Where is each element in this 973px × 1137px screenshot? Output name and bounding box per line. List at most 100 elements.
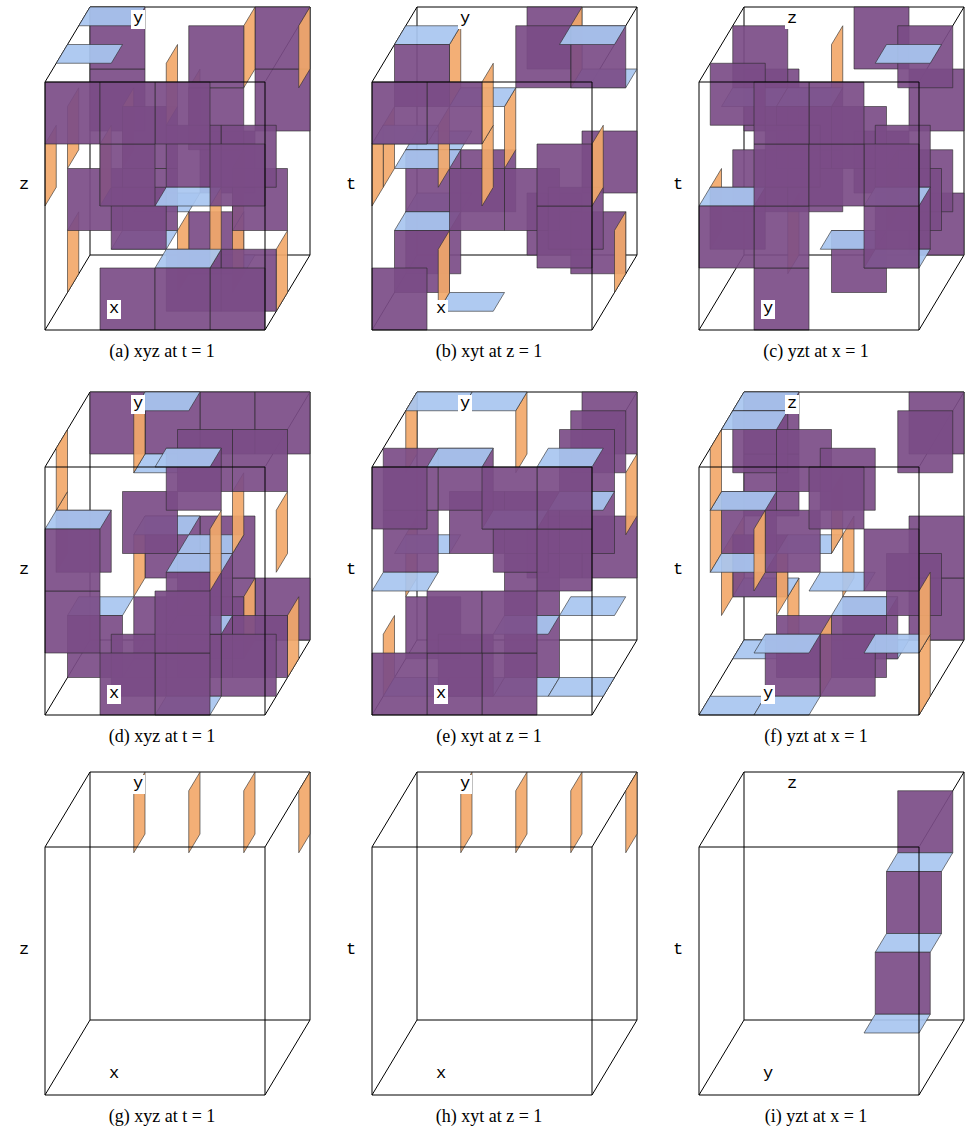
- cube-edge: [90, 772, 91, 1020]
- cube-panel: [372, 772, 637, 1095]
- axis-label: x: [107, 300, 121, 319]
- plaquette: [276, 492, 287, 573]
- cube-edge: [90, 1020, 310, 1021]
- axis-label: y: [131, 10, 145, 29]
- axis-label: z: [785, 10, 799, 29]
- plaquette: [626, 772, 637, 853]
- plaquette: [887, 872, 942, 934]
- plaquette: [754, 206, 809, 268]
- plaquette: [754, 510, 765, 591]
- cube-panel: [372, 392, 637, 715]
- cube-edge: [592, 1020, 637, 1095]
- cube-panel: [45, 772, 310, 1095]
- plaquette: [155, 268, 210, 330]
- cube-edge: [919, 467, 920, 715]
- cube-edge: [372, 847, 373, 1095]
- cube-edge: [45, 82, 265, 83]
- plaquette: [299, 7, 310, 88]
- plaquette: [221, 634, 276, 696]
- axis-label: x: [434, 300, 448, 319]
- plaquette: [864, 206, 919, 268]
- cube-edge: [372, 847, 592, 848]
- cube-edge: [699, 715, 919, 716]
- plaquette: [427, 448, 493, 467]
- cube-edge: [372, 82, 592, 83]
- cube-edge: [417, 1020, 637, 1021]
- plaquette: [699, 696, 765, 715]
- plaquette: [45, 510, 111, 529]
- plaquette: [372, 268, 427, 330]
- plaquette: [537, 529, 592, 591]
- cube-edge: [699, 847, 700, 1095]
- plaquette: [372, 653, 427, 715]
- axis-label: z: [785, 395, 799, 414]
- cube-edge: [699, 467, 919, 468]
- axis-label: y: [761, 685, 775, 704]
- plaquette: [288, 597, 299, 678]
- panel-caption: (a) xyz at t = 1: [106, 342, 218, 362]
- cube-edge: [45, 847, 265, 848]
- axis-label: t: [344, 561, 358, 580]
- plaquette: [537, 144, 592, 206]
- axis-label: z: [17, 941, 31, 960]
- plaquette: [710, 492, 776, 511]
- cube-edge: [265, 1020, 310, 1095]
- cube-edge: [372, 1020, 417, 1095]
- cube-edge: [919, 82, 920, 330]
- panel-caption: (g) xyz at t = 1: [106, 1107, 219, 1127]
- cube-edge: [919, 255, 964, 330]
- cube-edge: [592, 847, 593, 1095]
- plaquette: [244, 772, 255, 853]
- panel-caption: (i) yzt at x = 1: [762, 1107, 871, 1127]
- axis-label: x: [434, 685, 448, 704]
- plaquette: [537, 206, 592, 268]
- plaquette: [299, 772, 310, 853]
- plaquette: [809, 467, 864, 529]
- plaquette: [155, 653, 210, 715]
- cube-edge: [45, 715, 265, 716]
- axis-label: y: [761, 300, 775, 319]
- axis-label: x: [434, 1065, 448, 1084]
- cube-panel: [372, 7, 637, 330]
- axis-label: z: [17, 176, 31, 195]
- cube-edge: [919, 1020, 964, 1095]
- cube-panel: [45, 7, 310, 330]
- plaquette: [210, 268, 265, 330]
- plaquette: [56, 45, 122, 64]
- plaquette: [809, 82, 864, 144]
- axis-label: t: [671, 176, 685, 195]
- plaquette: [233, 430, 288, 492]
- plaquette: [395, 150, 461, 169]
- panel-caption: (h) xyt at z = 1: [433, 1107, 546, 1127]
- axis-label: y: [131, 775, 145, 794]
- plaquette: [45, 82, 100, 144]
- axis-label: x: [107, 685, 121, 704]
- plaquette: [482, 467, 537, 529]
- cube-edge: [372, 772, 417, 847]
- axis-label: t: [671, 561, 685, 580]
- plaquette: [820, 634, 875, 696]
- plaquette: [276, 231, 287, 312]
- plaquette: [875, 934, 941, 953]
- plaquette: [100, 144, 155, 206]
- plaquette: [626, 454, 637, 535]
- plaquette: [898, 411, 953, 473]
- cube-edge: [744, 772, 964, 773]
- cube-edge: [699, 1020, 744, 1095]
- cube-edge: [592, 82, 593, 330]
- plaquette: [100, 82, 155, 144]
- plaquette: [887, 853, 953, 872]
- cube-edge: [699, 772, 744, 847]
- axis-label: y: [458, 775, 472, 794]
- plaquette: [450, 169, 505, 231]
- plaquette: [592, 125, 603, 206]
- cube-edge: [45, 82, 46, 330]
- cube-edge: [592, 467, 593, 715]
- plaquette: [864, 529, 919, 591]
- plaquette: [516, 772, 527, 853]
- cube-panel: [699, 392, 964, 715]
- panel-caption: (d) xyz at t = 1: [106, 727, 219, 747]
- plaquette: [875, 45, 941, 64]
- panel-caption: (b) xyt at z = 1: [433, 342, 546, 362]
